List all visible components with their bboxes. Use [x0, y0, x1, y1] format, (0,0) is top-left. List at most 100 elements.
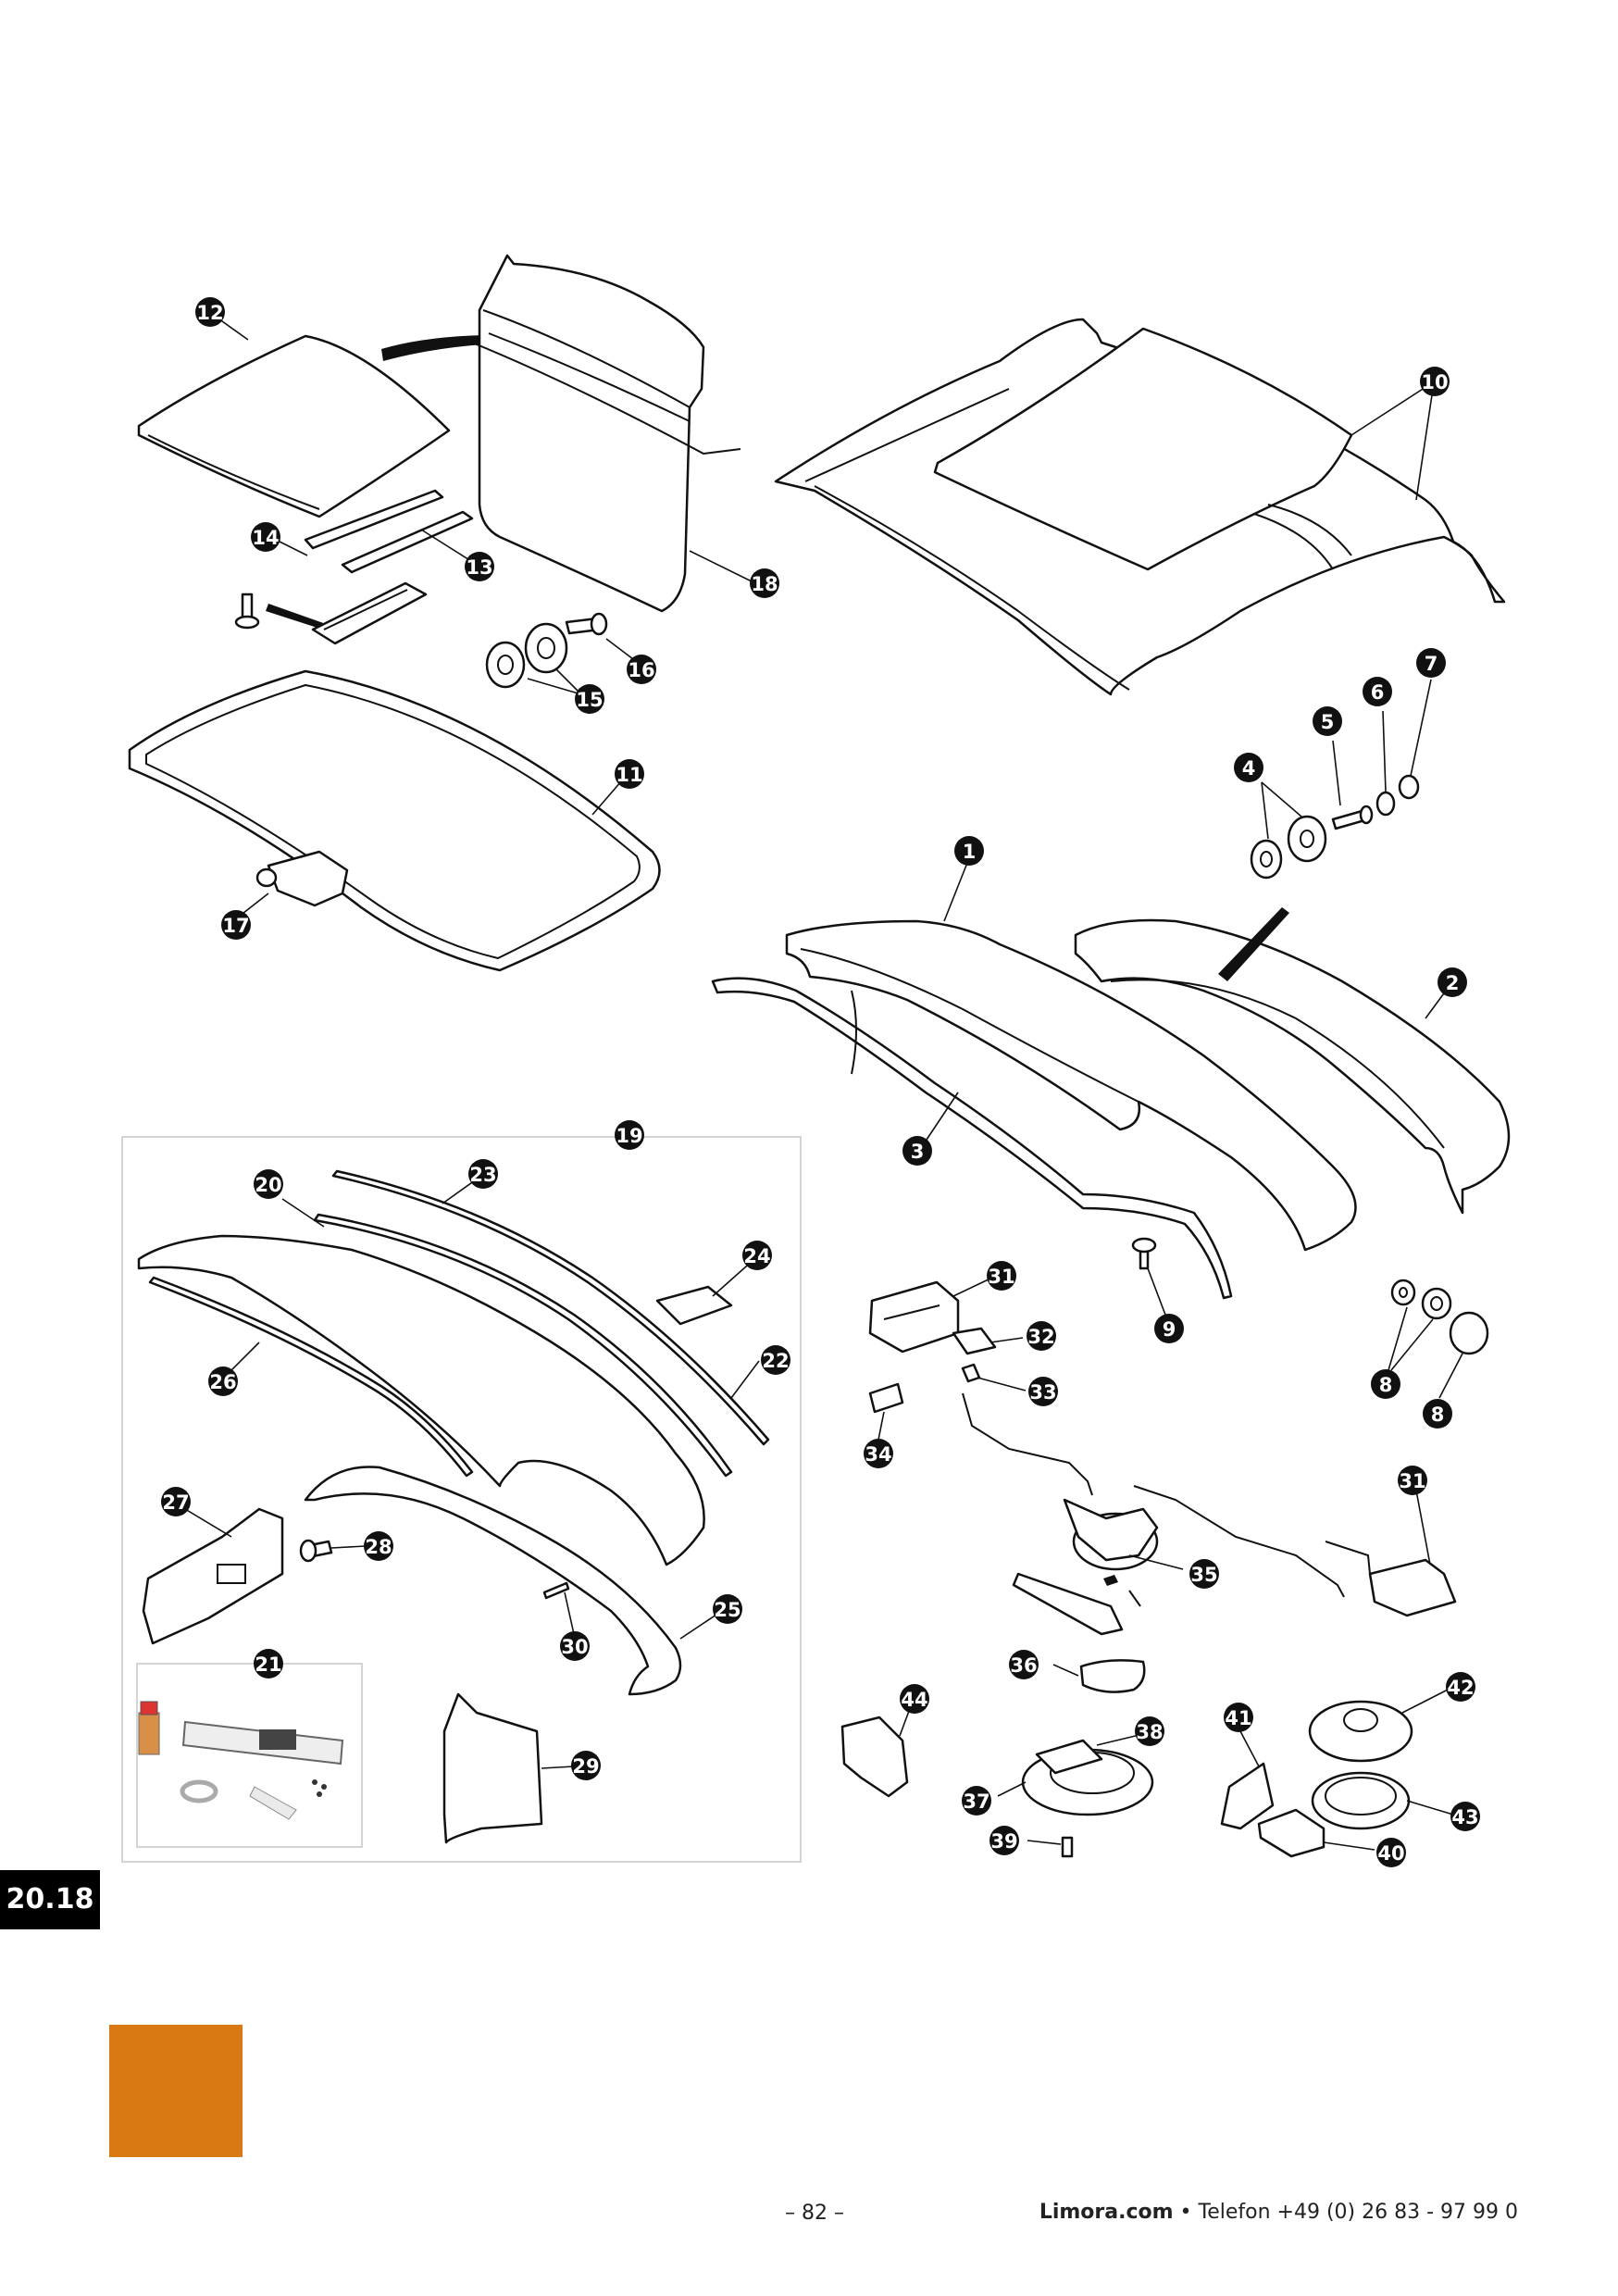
callout-15: 15 [575, 684, 604, 714]
part-8-cap [1449, 1311, 1489, 1355]
callout-42-label: 42 [1447, 1677, 1474, 1699]
part-2-cover [1074, 918, 1511, 1215]
callout-8b-label: 8 [1431, 1404, 1445, 1426]
part-6-washer [1375, 791, 1396, 817]
part-38-plate [1035, 1739, 1103, 1775]
callout-8-label: 8 [1379, 1374, 1393, 1396]
part-31-latch-plate [868, 1280, 960, 1354]
callout-18: 18 [750, 568, 779, 598]
callout-6-label: 6 [1371, 681, 1385, 704]
callout-32-label: 32 [1027, 1326, 1054, 1348]
orange-color-block [109, 2025, 243, 2157]
callout-26-label: 26 [209, 1371, 236, 1393]
callout-42: 42 [1446, 1672, 1475, 1702]
callout-12: 12 [195, 297, 225, 327]
callout-25: 25 [713, 1594, 742, 1624]
callout-16: 16 [627, 655, 656, 684]
callout-11: 11 [615, 759, 644, 789]
page-number: – 82 – [785, 2202, 844, 2225]
part-17-clip [267, 850, 349, 907]
footer-phone: Telefon +49 (0) 26 83 - 97 99 0 [1198, 2201, 1518, 2224]
callout-7: 7 [1416, 648, 1446, 678]
callout-9-label: 9 [1163, 1318, 1176, 1341]
callout-21-label: 21 [255, 1653, 281, 1676]
part-20-cover [137, 1234, 705, 1566]
callout-7-label: 7 [1425, 653, 1438, 675]
footer-brand[interactable]: Limora.com [1039, 2201, 1174, 2224]
callout-10-label: 10 [1421, 371, 1448, 393]
callout-19-label: 19 [616, 1125, 642, 1147]
part-15-grommet [485, 641, 526, 689]
part-7-nut [1398, 774, 1420, 800]
callout-19: 19 [615, 1120, 644, 1150]
callout-8: 8 [1371, 1369, 1400, 1399]
callout-43-label: 43 [1451, 1806, 1478, 1828]
part-27-bracket [142, 1507, 284, 1645]
callout-13: 13 [465, 552, 494, 581]
part-41-bracket [1220, 1762, 1275, 1830]
part-18-rear-panel [478, 254, 705, 613]
part-26-seal [148, 1276, 474, 1478]
part-14-strip [304, 489, 444, 550]
part-bracket [311, 581, 428, 645]
callout-34-label: 34 [865, 1443, 891, 1466]
callout-10: 10 [1420, 367, 1450, 396]
callout-20-label: 20 [255, 1174, 281, 1196]
callout-27-label: 27 [162, 1491, 189, 1514]
callout-25-label: 25 [714, 1599, 741, 1621]
callout-30: 30 [560, 1631, 590, 1661]
callout-39: 39 [989, 1826, 1019, 1855]
callout-17-label: 17 [222, 915, 249, 937]
part-33-nut [961, 1363, 981, 1383]
callout-43: 43 [1450, 1802, 1480, 1831]
part-10-sunroof-panel [933, 327, 1353, 571]
callout-41-label: 41 [1225, 1707, 1251, 1729]
callout-38-label: 38 [1136, 1721, 1163, 1743]
callout-1-label: 1 [963, 841, 977, 863]
callout-31b: 31 [1398, 1466, 1427, 1495]
callout-3: 3 [902, 1136, 932, 1166]
callout-35-label: 35 [1190, 1564, 1217, 1586]
section-tab: 20.18 [0, 1870, 100, 1929]
callout-44-label: 44 [901, 1689, 927, 1711]
callout-26: 26 [208, 1366, 238, 1396]
callout-16-label: 16 [628, 659, 654, 681]
part-21-nozzle [249, 1786, 297, 1820]
callout-23: 23 [468, 1159, 498, 1189]
callout-37: 37 [962, 1786, 991, 1816]
part-34-clip [868, 1382, 904, 1414]
part-13-strip [341, 510, 474, 574]
part-4-grommet [1250, 839, 1283, 880]
callout-18-label: 18 [751, 573, 778, 595]
callout-11-label: 11 [616, 764, 642, 786]
callout-35: 35 [1189, 1559, 1219, 1589]
callout-44: 44 [900, 1684, 929, 1714]
part-23-strip [331, 1169, 770, 1446]
part-21-primer-bottle [138, 1712, 160, 1755]
part-40-pad [1257, 1808, 1326, 1858]
callout-1: 1 [954, 836, 984, 866]
callout-33-label: 33 [1029, 1381, 1056, 1404]
callout-28-label: 28 [365, 1536, 392, 1558]
callout-29: 29 [571, 1751, 601, 1780]
callout-36-label: 36 [1010, 1654, 1037, 1677]
part-22-strip [313, 1213, 733, 1478]
callout-38: 38 [1135, 1716, 1164, 1746]
callout-9: 9 [1154, 1314, 1184, 1343]
part-11-window-seal [128, 669, 661, 972]
part-21-ring [180, 1779, 218, 1803]
footer-contact: Limora.com • Telefon +49 (0) 26 83 - 97 … [1039, 2201, 1518, 2224]
callout-39-label: 39 [990, 1830, 1017, 1853]
callout-30-label: 30 [561, 1636, 588, 1658]
callout-24-label: 24 [743, 1245, 770, 1267]
part-36-ring-segment [1079, 1659, 1146, 1693]
callout-2: 2 [1438, 967, 1467, 997]
part-12-headliner-panel [137, 334, 451, 518]
callout-22-label: 22 [762, 1350, 789, 1372]
callout-14-label: 14 [252, 527, 279, 549]
callout-23-label: 23 [469, 1164, 496, 1186]
callout-17: 17 [221, 910, 251, 940]
part-44-bracket [840, 1716, 909, 1798]
callout-14: 14 [251, 522, 280, 552]
